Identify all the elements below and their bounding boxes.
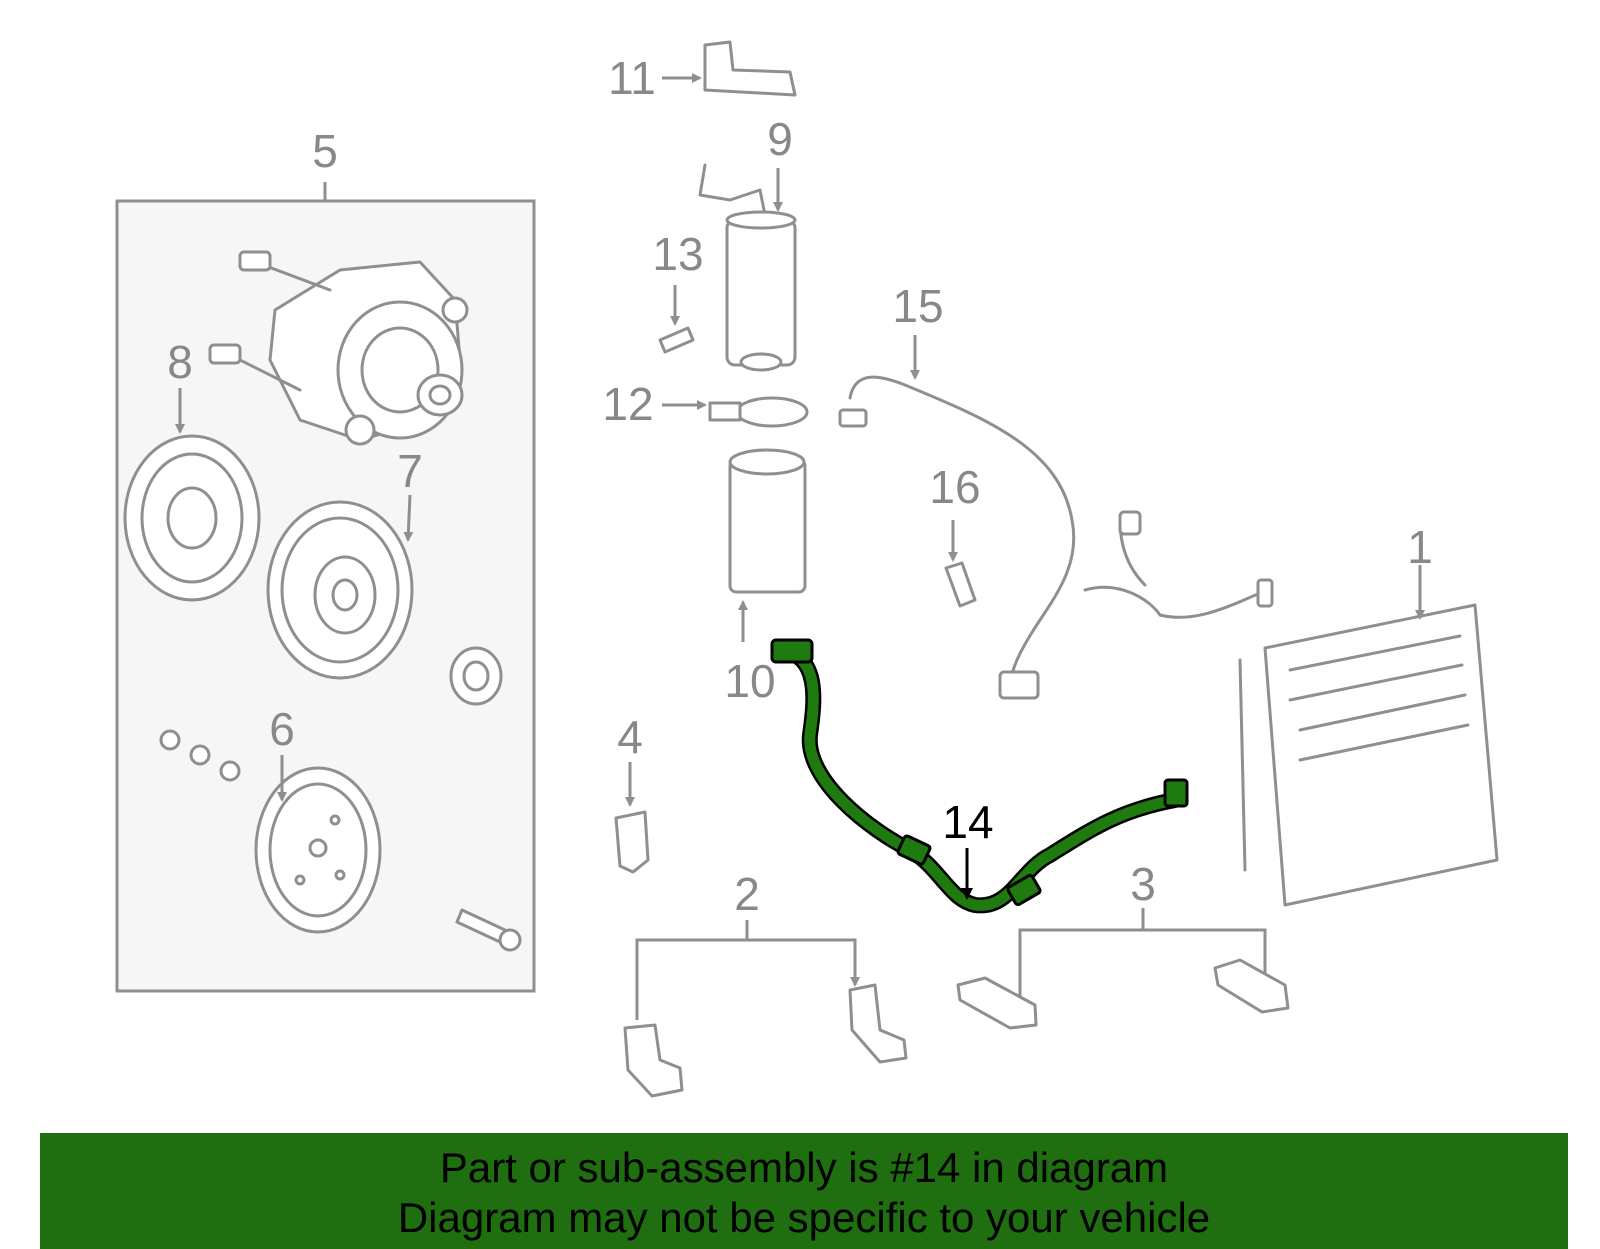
callout-3: 3 xyxy=(1130,858,1156,910)
info-banner: Part or sub-assembly is #14 in diagram D… xyxy=(40,1133,1568,1249)
banner-line-2: Diagram may not be specific to your vehi… xyxy=(397,1194,1211,1241)
pulley-icon xyxy=(266,500,414,680)
heat-shield-icon xyxy=(728,448,807,594)
callout-4: 4 xyxy=(617,711,643,763)
liquid-line-14 xyxy=(770,638,1189,914)
clip-bracket-2-group xyxy=(623,920,908,1098)
accumulator-tube-icon xyxy=(698,163,767,217)
callout-12: 12 xyxy=(602,378,653,430)
bearing-icon xyxy=(449,646,503,706)
seal-ring-icon xyxy=(735,396,809,428)
callout-11: 11 xyxy=(608,52,656,104)
clip-icon xyxy=(848,983,908,1064)
bolt-icon xyxy=(455,908,522,952)
accumulator-group xyxy=(658,40,809,642)
suction-hose-group xyxy=(838,335,1274,700)
clutch-hub-icon xyxy=(123,434,261,602)
callout-16: 16 xyxy=(929,461,980,513)
callout-10: 10 xyxy=(724,655,775,707)
clip-icon xyxy=(956,976,1038,1030)
accumulator-icon xyxy=(725,210,797,372)
callout-14: 14 xyxy=(942,796,993,848)
shims-icon xyxy=(159,729,241,782)
clip-icon xyxy=(623,1023,684,1098)
callout-13: 13 xyxy=(652,228,703,280)
clip-icon xyxy=(1213,958,1290,1014)
compressor-icon xyxy=(208,250,469,446)
valve-icon xyxy=(658,326,695,354)
callout-7: 7 xyxy=(397,445,423,497)
clip-bracket-3-group xyxy=(956,908,1290,1030)
clutch-plate-icon xyxy=(254,766,382,934)
mounting-clamp-icon xyxy=(703,40,797,97)
fitting-icon xyxy=(944,520,977,608)
callout-1: 1 xyxy=(1407,521,1433,573)
compressor-assembly-group xyxy=(115,182,536,993)
callout-5: 5 xyxy=(312,125,338,177)
callout-9: 9 xyxy=(767,113,793,165)
callout-2: 2 xyxy=(734,868,760,920)
callout-15: 15 xyxy=(892,280,943,332)
callout-8: 8 xyxy=(167,336,193,388)
callout-6: 6 xyxy=(269,703,295,755)
banner-line-1: Part or sub-assembly is #14 in diagram xyxy=(439,1144,1169,1191)
condenser-icon xyxy=(1238,565,1499,907)
bracket-icon xyxy=(614,762,650,874)
